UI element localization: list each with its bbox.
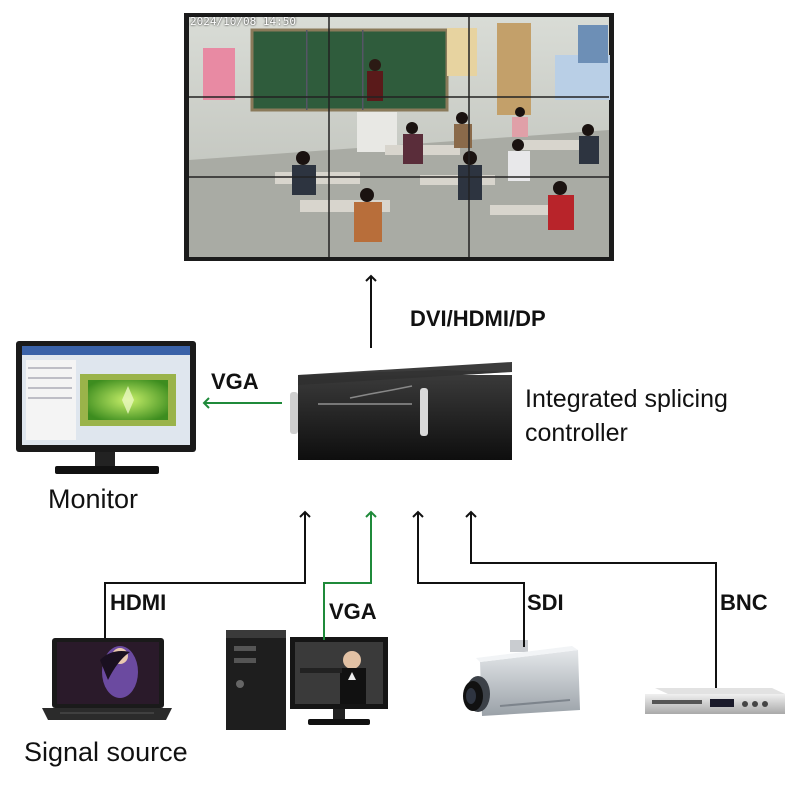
controller-box xyxy=(290,362,512,460)
timestamp: 2024/10/08 14:50 xyxy=(190,15,296,28)
monitor-icon xyxy=(16,341,196,474)
dvd-player-icon xyxy=(645,688,785,714)
video-wall-image xyxy=(184,13,614,261)
controller-label-line1: Integrated splicing xyxy=(525,385,728,413)
output-interfaces-label: DVI/HDMI/DP xyxy=(410,306,546,331)
monitor-label: Monitor xyxy=(48,484,139,514)
signal-source-label: Signal source xyxy=(24,737,188,767)
vga-input-label: VGA xyxy=(329,599,377,624)
hdmi-label: HDMI xyxy=(110,590,167,615)
desktop-pc-icon xyxy=(226,630,388,730)
vga-monitor-label: VGA xyxy=(211,369,259,394)
laptop-icon xyxy=(42,638,172,720)
sdi-link xyxy=(412,510,525,647)
vga-input-link xyxy=(323,510,377,640)
sdi-label: SDI xyxy=(527,590,564,615)
controller-label-line2: controller xyxy=(525,419,628,447)
camera-icon xyxy=(463,640,580,716)
bnc-label: BNC xyxy=(720,590,768,615)
bnc-link xyxy=(465,510,717,688)
hdmi-link xyxy=(104,510,311,638)
